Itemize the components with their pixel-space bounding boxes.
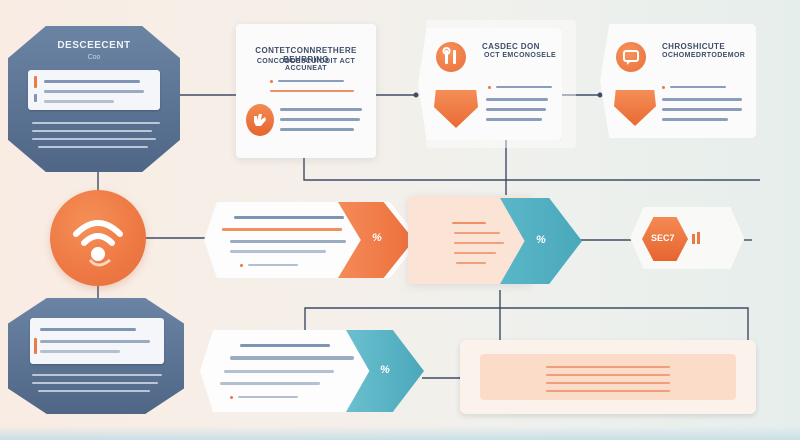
text-line xyxy=(240,344,330,347)
bar-marker xyxy=(34,76,37,88)
panel-text-line xyxy=(32,138,156,140)
top-left-panel[interactable]: DESCEECENT Coo xyxy=(8,26,180,172)
text-line xyxy=(230,240,346,243)
text-line xyxy=(486,118,542,121)
text-line xyxy=(456,262,486,264)
mini-bars-icon xyxy=(692,232,700,244)
bar-line xyxy=(44,90,144,93)
text-line xyxy=(546,390,670,392)
top-card-3[interactable]: CHROSHICUTE OCHOMEDRTODEMOR xyxy=(600,24,756,138)
text-line xyxy=(662,118,728,121)
text-line xyxy=(280,118,360,121)
panel-title: DESCEECENT xyxy=(57,40,131,51)
chevron-label: % xyxy=(372,232,382,244)
text-line xyxy=(234,216,344,219)
panel-text-line xyxy=(38,390,150,392)
bar-marker xyxy=(34,94,37,102)
wifi-circle-node[interactable] xyxy=(50,190,146,286)
hex-label: SEC7 xyxy=(651,233,675,243)
text-line xyxy=(546,382,670,384)
bar-line xyxy=(44,80,140,83)
connector xyxy=(303,150,760,181)
card-title-line-2: CONCODDESCUIODIT ACT ACCUNEAT xyxy=(256,58,356,72)
bar-line xyxy=(40,340,150,343)
text-line xyxy=(662,98,742,101)
bottom-left-panel[interactable] xyxy=(8,298,184,414)
bottom-band xyxy=(0,426,800,440)
text-line xyxy=(238,396,298,398)
bar-line xyxy=(40,328,136,331)
text-line xyxy=(454,252,496,254)
panel-text-line xyxy=(32,122,160,124)
text-line xyxy=(670,86,726,88)
text-line xyxy=(546,374,670,376)
text-line xyxy=(230,250,326,253)
connector-dot xyxy=(413,92,419,98)
card-title: CHROSHICUTE xyxy=(662,42,726,51)
top-card-1[interactable]: CONTETCONNRETHERE BEHRRING CONCODDESCUIO… xyxy=(236,24,376,158)
tools-icon xyxy=(436,42,466,72)
text-line xyxy=(280,128,354,131)
text-line xyxy=(546,366,670,368)
card-title-line-2: OCHOMEDRTODEMOR xyxy=(662,52,746,59)
bullet-dot xyxy=(230,396,233,399)
panel-subtitle: Coo xyxy=(87,54,101,61)
text-line xyxy=(224,370,334,373)
panel-inner xyxy=(480,354,736,400)
orange-shield xyxy=(614,90,656,126)
wifi-icon xyxy=(73,220,123,267)
text-line xyxy=(248,264,298,266)
chevron-label: % xyxy=(536,234,546,246)
hand-icon xyxy=(246,104,274,136)
bullet-dot xyxy=(488,86,491,89)
bar-line xyxy=(44,100,114,103)
text-line xyxy=(278,80,344,82)
connector-dot xyxy=(597,92,603,98)
bullet-dot xyxy=(240,264,243,267)
text-line xyxy=(452,222,486,224)
bar-marker xyxy=(34,338,37,354)
orange-shield xyxy=(434,90,478,128)
text-line xyxy=(496,86,552,88)
text-line xyxy=(454,232,500,234)
panel-text-line xyxy=(32,382,158,384)
text-line xyxy=(280,108,362,111)
bullet-dot xyxy=(662,86,665,89)
chat-icon xyxy=(616,42,646,72)
text-line xyxy=(230,356,354,360)
panel-input-bar xyxy=(28,70,160,110)
panel-text-line xyxy=(32,374,162,376)
hex-badge: SEC7 xyxy=(642,217,688,261)
bullet-dot xyxy=(270,80,273,83)
bottom-right-panel[interactable] xyxy=(460,340,756,414)
text-line xyxy=(486,98,548,101)
panel-text-line xyxy=(38,146,148,148)
text-line xyxy=(220,382,320,385)
card-title-line-2: OCT EMCONOSELE xyxy=(484,52,557,59)
panel-text-line xyxy=(32,130,152,132)
top-card-2[interactable]: CASDEC DON OCT EMCONOSELE xyxy=(418,28,562,140)
chevron-label: % xyxy=(380,364,390,376)
connector xyxy=(304,307,749,340)
text-line xyxy=(486,108,546,111)
text-line xyxy=(222,228,342,231)
text-line xyxy=(454,242,504,244)
panel-input-bar xyxy=(30,318,164,364)
card-title: CASDEC DON xyxy=(482,42,540,51)
text-line xyxy=(270,90,354,92)
card-title: CONTETCONNRETHERE BEHRRING xyxy=(255,46,357,64)
text-line xyxy=(662,108,742,111)
bar-line xyxy=(40,350,120,353)
